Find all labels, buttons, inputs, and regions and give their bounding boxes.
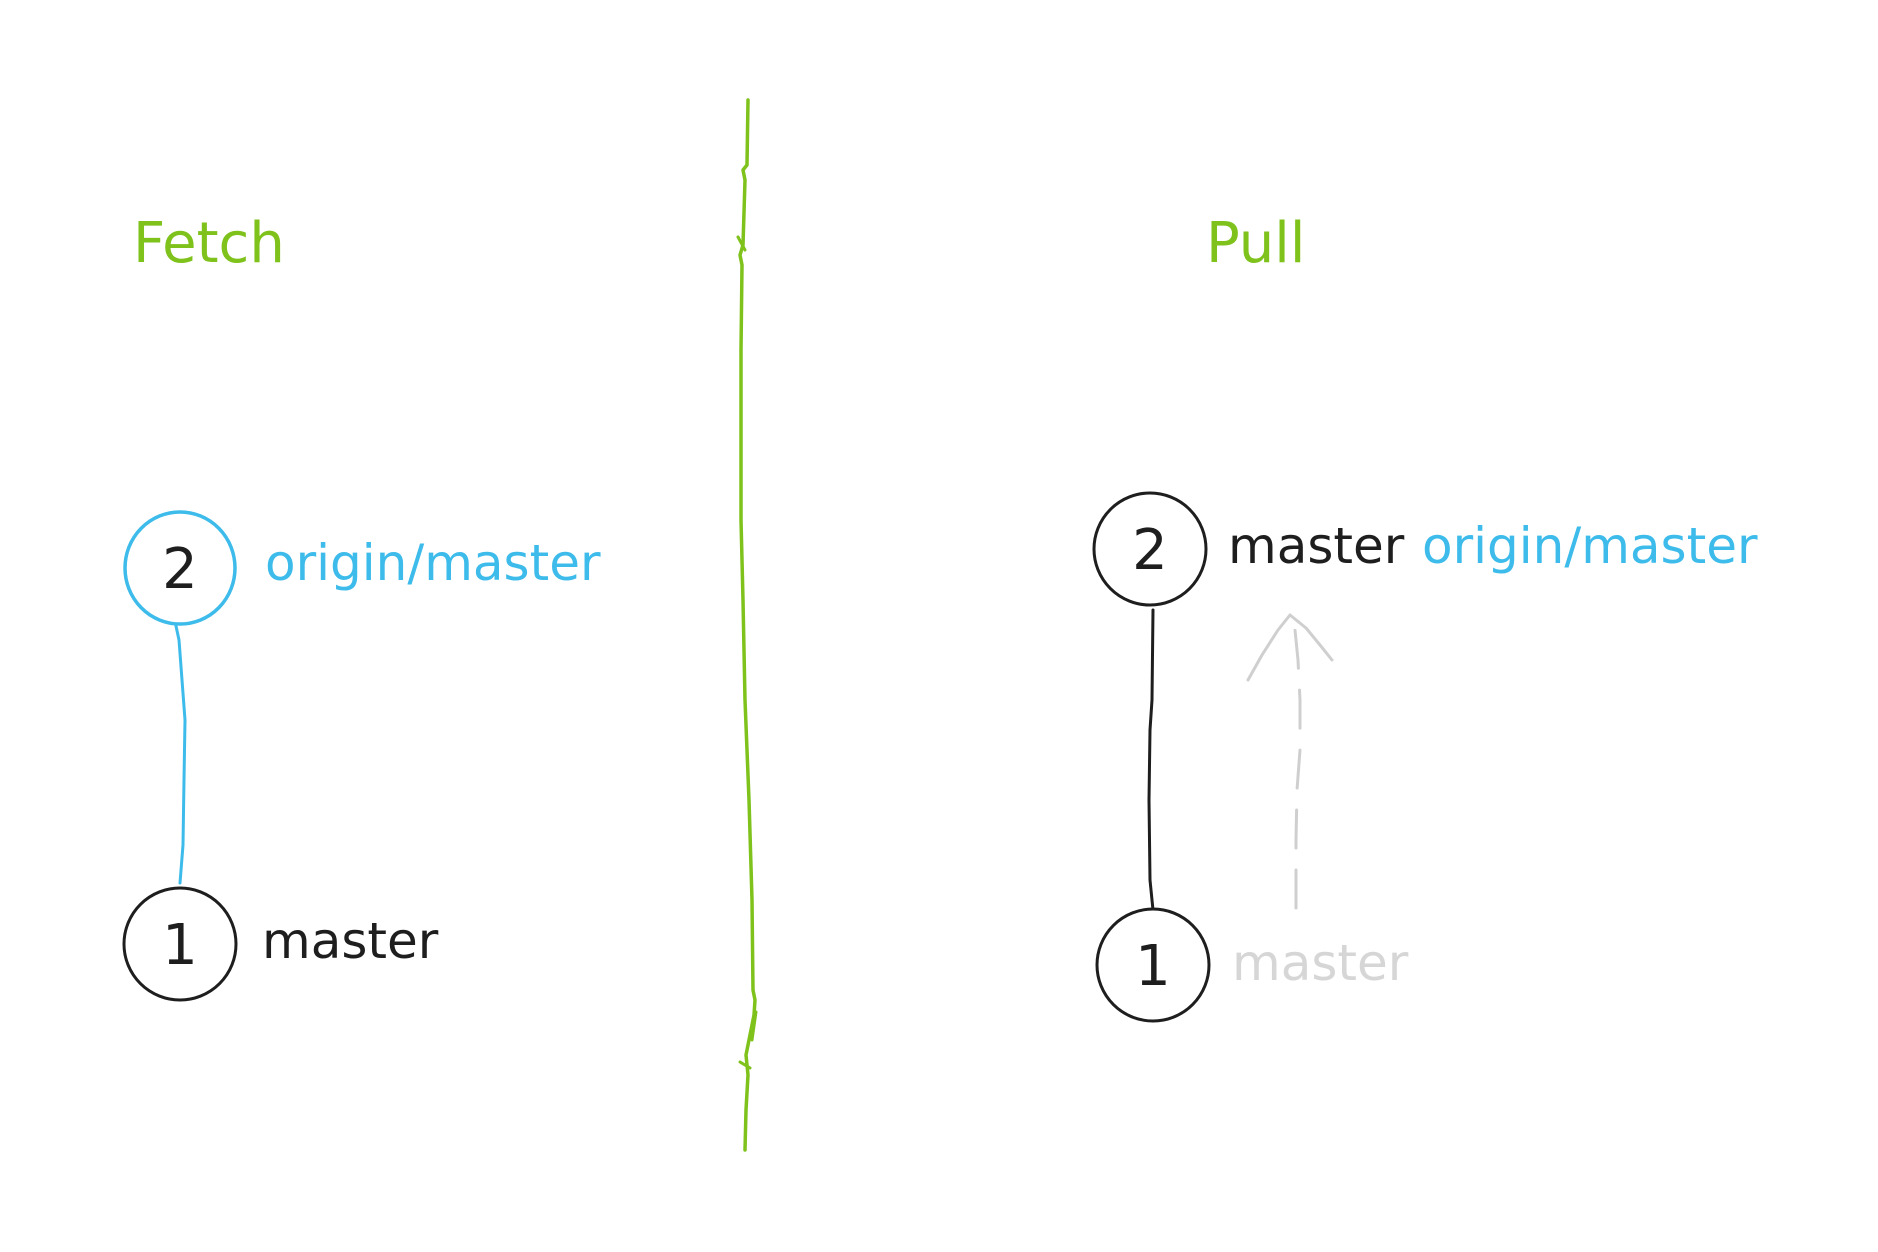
fetch-commit-1-number: 1 (162, 913, 198, 978)
pull-commit-1-node: 1 (1095, 907, 1211, 1023)
dashed-up-arrow-icon (1246, 613, 1334, 910)
pull-title: Pull (1206, 211, 1305, 276)
pull-commit-2-label-origin-master: origin/master (1422, 517, 1758, 575)
fetch-commit-1-label: master (262, 912, 439, 970)
fetch-commit-2-label: origin/master (265, 534, 601, 592)
pull-commit-2-number: 2 (1132, 518, 1168, 583)
fetch-commit-2-number: 2 (162, 537, 198, 602)
pull-commit-1-number: 1 (1135, 934, 1171, 999)
fetch-commit-edge (174, 624, 187, 885)
pull-commit-1-label-old-master: master (1232, 934, 1409, 992)
fetch-commit-2-circle (123, 510, 237, 626)
fetch-title: Fetch (133, 211, 285, 276)
pull-commit-2-circle (1092, 491, 1208, 607)
pull-commit-2-node: 2 (1092, 491, 1208, 607)
dashed-arrow-shaft (1291, 618, 1302, 910)
pull-commit-2-label-master: master (1228, 517, 1405, 575)
fetch-commit-2-node: 2 (123, 510, 237, 626)
divider-tick-top (736, 235, 747, 252)
fetch-commit-1-circle (122, 886, 238, 1002)
fetch-commit-1-node: 1 (122, 886, 238, 1002)
section-divider (738, 98, 757, 1152)
pull-commit-edge (1147, 608, 1155, 912)
dashed-arrow-head (1246, 613, 1334, 682)
divider-tick-bottom (738, 1010, 758, 1070)
pull-commit-1-circle (1095, 907, 1211, 1023)
